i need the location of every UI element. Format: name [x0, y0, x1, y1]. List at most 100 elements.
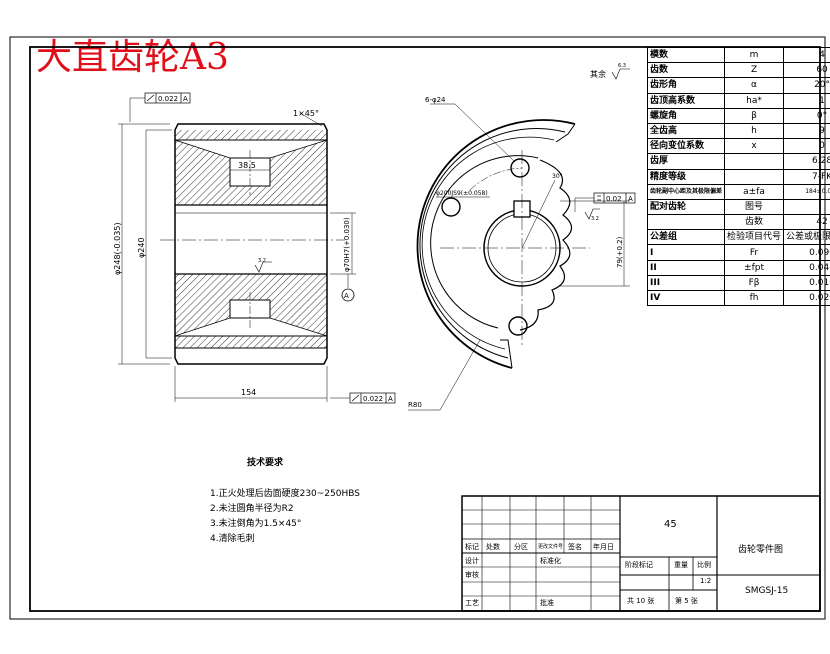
- parameter-value: 184±0.036: [783, 183, 830, 200]
- tech-requirements: 技术要求 1.正火处理后齿面硬度230~250HBS 2.未注圆角半径为R2 3…: [210, 456, 360, 547]
- parameter-name: 全齿高: [646, 122, 726, 140]
- tb-label-standardize: 标准化: [540, 557, 561, 565]
- chamfer-label: 1×45°: [293, 109, 319, 118]
- parameter-symbol: Z: [724, 62, 785, 79]
- parameter-name: 齿数: [646, 62, 726, 79]
- parameter-value: 9: [783, 122, 830, 140]
- parameter-value: 0°: [783, 107, 830, 124]
- surface-finish-note: 其余: [590, 69, 606, 79]
- scale-value: 1:2: [700, 577, 712, 585]
- parameter-name: 齿形角: [646, 77, 726, 94]
- parameter-symbol: [724, 168, 785, 185]
- parameter-name: 齿顶高系数: [646, 92, 726, 109]
- material: 45: [664, 519, 677, 530]
- gdt-right-datum: A: [628, 195, 633, 203]
- dim-pcd: φ200JS9(±0.058): [436, 190, 488, 197]
- section-view: [118, 92, 396, 404]
- parameter-row: 精度等级 7-FK: [646, 168, 830, 185]
- parameter-name: III: [646, 274, 726, 292]
- parameter-symbol: ±fpt: [724, 259, 785, 276]
- dim-angle: 30°: [552, 173, 563, 180]
- parameter-symbol: a±fa: [724, 183, 785, 200]
- gdt-top-value: 0.022: [158, 95, 178, 103]
- parameter-value: [783, 198, 830, 216]
- parameter-name: I: [646, 244, 726, 261]
- front-view: [408, 68, 636, 411]
- parameter-value: 0: [783, 138, 830, 155]
- parameter-symbol: 检验项目代号: [724, 229, 785, 246]
- dim-width: 154: [241, 388, 256, 397]
- tb-label-change-doc: 更改文件号: [538, 544, 564, 550]
- dim-r80: R80: [408, 401, 422, 409]
- parameter-symbol: h: [724, 122, 785, 140]
- drawing-title: 大直齿轮A3: [36, 37, 229, 78]
- parameter-symbol: Fβ: [724, 274, 785, 292]
- tb-label-check: 审核: [465, 571, 479, 579]
- dim-keyway: 79(+0.2): [616, 236, 624, 268]
- title-block-grid: [461, 495, 821, 612]
- tb-label-approve: 批准: [540, 599, 554, 607]
- roughness-rest: 6.3: [618, 63, 626, 69]
- parameter-symbol: α: [724, 77, 785, 94]
- tech-item: 4.清除毛刺: [210, 534, 255, 544]
- parameter-value: 0.020: [783, 289, 830, 307]
- dim-38: 38.5: [238, 161, 256, 170]
- parameter-symbol: m: [724, 46, 785, 64]
- parameter-name: II: [646, 259, 726, 276]
- parameter-row: 配对齿轮图号: [646, 198, 830, 216]
- parameter-name: 模数: [646, 46, 726, 64]
- parameter-symbol: ha*: [724, 92, 785, 109]
- gdt-bottom-datum: A: [388, 395, 393, 403]
- gdt-top-datum: A: [183, 95, 188, 103]
- tb-label-scale: 比例: [697, 561, 711, 569]
- outer-frame: [9, 36, 826, 620]
- drawing-number: SMGSJ-15: [745, 586, 789, 596]
- parameter-name: 齿轮副中心距及其极限偏差: [646, 183, 726, 200]
- parameter-symbol: 齿数: [724, 214, 785, 231]
- dim-outer-diameter: φ248(-0.035): [113, 222, 122, 275]
- parameter-name: 精度等级: [646, 168, 726, 185]
- tb-label-signature: 签名: [568, 543, 582, 551]
- parameter-symbol: x: [724, 138, 785, 155]
- parameter-row: 齿厚 6.28: [646, 153, 830, 170]
- inner-frame: [29, 46, 821, 612]
- tb-label-design: 设计: [465, 557, 479, 565]
- parameter-name: 螺旋角: [646, 107, 726, 124]
- tb-label-weight: 重量: [674, 561, 688, 569]
- dim-240: φ240: [137, 237, 146, 258]
- parameter-value: 公差或极限偏差值: [783, 229, 830, 246]
- tb-label-date: 年月日: [593, 543, 614, 551]
- parameter-name: 公差组: [646, 229, 726, 246]
- roughness-bore: 3.2: [258, 258, 266, 264]
- gdt-bottom-value: 0.022: [363, 395, 383, 403]
- parameter-value: 7-FK: [783, 168, 830, 185]
- parameter-symbol: fh: [724, 289, 785, 307]
- part-name: 齿轮零件图: [738, 545, 784, 555]
- datum-a-label: A: [344, 292, 349, 300]
- parameter-value: 6.28: [783, 153, 830, 170]
- roughness-slot: 3.2: [591, 216, 599, 222]
- parameter-symbol: 图号: [724, 198, 785, 216]
- tb-label-zone: 分区: [514, 543, 528, 551]
- parameter-row: 公差组检验项目代号公差或极限偏差值: [646, 229, 830, 246]
- parameter-name: IV: [646, 289, 726, 307]
- parameter-name: 配对齿轮: [646, 198, 726, 216]
- parameter-symbol: [724, 153, 785, 170]
- dim-bore: φ70H7(+0.030): [343, 217, 351, 272]
- dim-holes: 6-φ24: [425, 96, 446, 104]
- parameter-name: 齿厚: [646, 153, 726, 170]
- sheets-total: 共 10 张: [627, 597, 655, 605]
